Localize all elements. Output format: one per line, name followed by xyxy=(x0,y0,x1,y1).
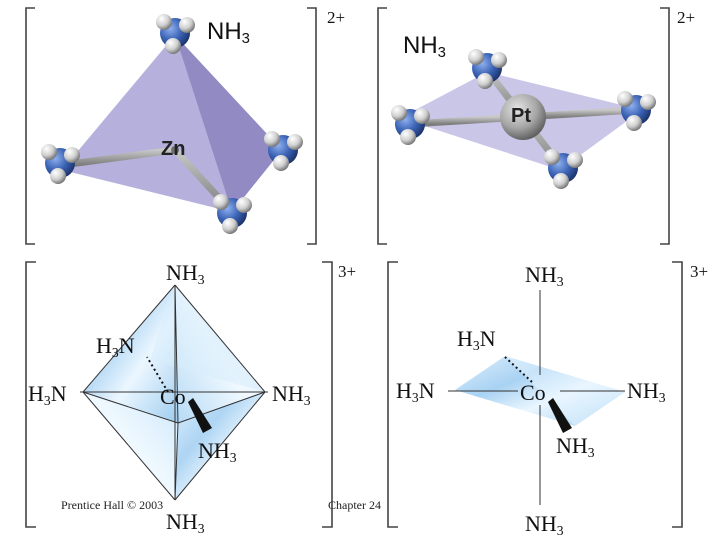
bracket-tr-left xyxy=(377,7,387,245)
bracket-bl-left xyxy=(25,261,36,528)
planar-nh3-left xyxy=(391,105,430,145)
tetrahedral-model xyxy=(41,14,303,234)
label-octa-left-back: H3N xyxy=(96,333,135,360)
label-octa-right-front: NH3 xyxy=(556,433,595,460)
label-octa-right-left: H3N xyxy=(396,378,435,405)
tetra-nh3-front xyxy=(213,194,252,234)
tetra-face-right xyxy=(175,35,282,212)
label-octa-right-back: H3N xyxy=(457,326,496,353)
label-tetra-nh3: NH3 xyxy=(207,18,250,48)
bracket-tr-right xyxy=(660,7,670,245)
label-octa-left-left: H3N xyxy=(28,381,67,408)
charge-octahedral-left: 3+ xyxy=(338,262,357,281)
octahedral-left-model xyxy=(80,284,268,501)
label-octa-right-right: NH3 xyxy=(627,378,666,405)
octahedral-right-model xyxy=(448,290,625,505)
bracket-tl-left xyxy=(25,7,35,245)
label-octa-right-bottom: NH3 xyxy=(525,511,564,538)
label-octa-left-top: NH3 xyxy=(166,260,205,287)
footer-copyright: Prentice Hall © 2003 xyxy=(61,498,164,512)
metal-zn: Zn xyxy=(161,138,186,160)
brackets xyxy=(25,7,683,528)
metal-pt: Pt xyxy=(511,105,531,127)
planar-nh3-front xyxy=(544,149,583,189)
footer-chapter: Chapter 24 xyxy=(328,498,381,512)
label-octa-left-bottom: NH3 xyxy=(166,509,205,536)
charge-tetrahedral: 2+ xyxy=(327,8,346,27)
bracket-bl-right xyxy=(322,261,333,528)
tetra-nh3-top xyxy=(156,14,195,54)
label-octa-left-right: NH3 xyxy=(272,381,311,408)
bracket-tl-right xyxy=(307,7,317,245)
metal-co-left: Co xyxy=(160,384,186,409)
pt-atom xyxy=(500,94,546,140)
label-planar-nh3: NH3 xyxy=(403,32,446,62)
planar-nh3-right xyxy=(617,91,656,131)
label-octa-left-front: NH3 xyxy=(198,438,237,465)
tetra-nh3-left xyxy=(41,144,80,184)
bracket-br-right xyxy=(672,261,683,528)
charge-square-planar: 2+ xyxy=(677,8,696,27)
metal-co-right: Co xyxy=(520,380,546,405)
square-planar-model xyxy=(391,49,656,189)
bracket-br-left xyxy=(387,261,398,528)
label-octa-right-top: NH3 xyxy=(525,262,564,289)
charge-octahedral-right: 3+ xyxy=(690,262,709,281)
